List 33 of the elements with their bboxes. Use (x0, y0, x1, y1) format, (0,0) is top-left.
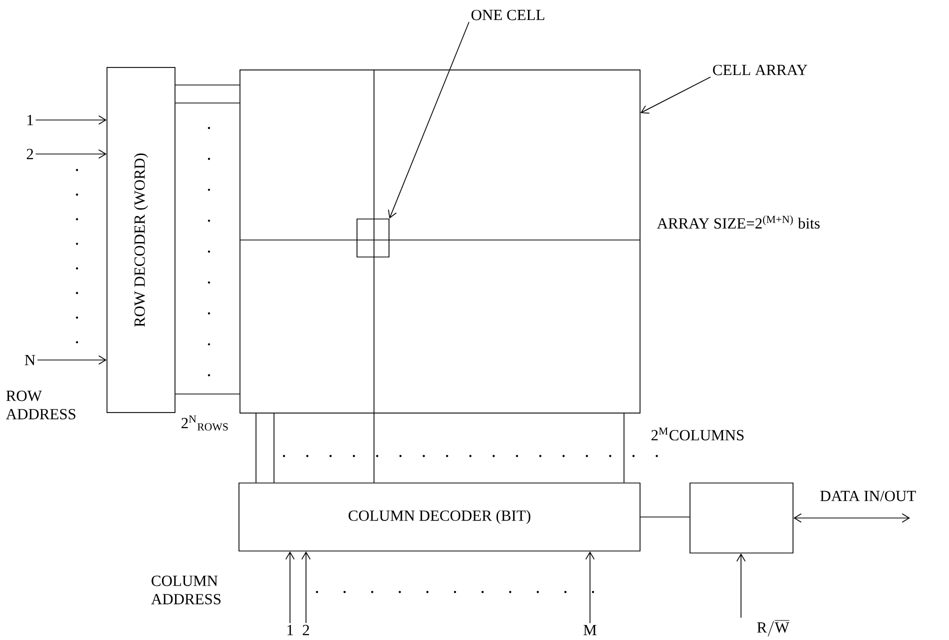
edge-label: DATA IN/OUT (818, 489, 918, 503)
cell-array-box (240, 70, 640, 414)
decoder-box: COLUMN DECODER (BIT) (238, 482, 640, 552)
arrow (35, 115, 107, 125)
input-label: N (24, 354, 36, 366)
arrow (37, 355, 107, 365)
input-label: 2 (26, 148, 34, 160)
annotation-text: 2$^{N}$ROWS (182, 415, 228, 431)
leader-line (640, 76, 711, 114)
input-label: 1 (28, 114, 33, 126)
leader-line (388, 22, 470, 219)
arrow (35, 149, 107, 159)
arrow (285, 551, 295, 624)
word-line (175, 102, 240, 104)
arrow (585, 551, 595, 624)
decoder-box: ROW DECODER (WORD) (106, 67, 176, 413)
arrow (793, 513, 910, 523)
input-label: M (584, 624, 596, 636)
annotation-text: ARRAY SIZE=2$^{(M+N)}$ bits (656, 215, 820, 229)
callout-text: CELL ARRAY (713, 64, 808, 76)
arrow (301, 551, 311, 624)
arrow (736, 553, 746, 618)
connector-line (640, 516, 690, 518)
word-line (175, 84, 240, 86)
io-box (690, 482, 794, 554)
annotation-text: 2$^{M}$COLUMNS (652, 428, 744, 440)
cell-box (356, 218, 390, 258)
input-label: $\mathrm{R}/\overline{\mathrm{W}}$ (757, 620, 790, 636)
address-label: ROW ADDRESS (6, 390, 76, 420)
address-label: COLUMN ADDRESS (151, 576, 220, 604)
callout-text: ONE CELL (471, 10, 544, 20)
input-label: 2 (302, 624, 310, 636)
input-label: 1 (288, 624, 293, 636)
